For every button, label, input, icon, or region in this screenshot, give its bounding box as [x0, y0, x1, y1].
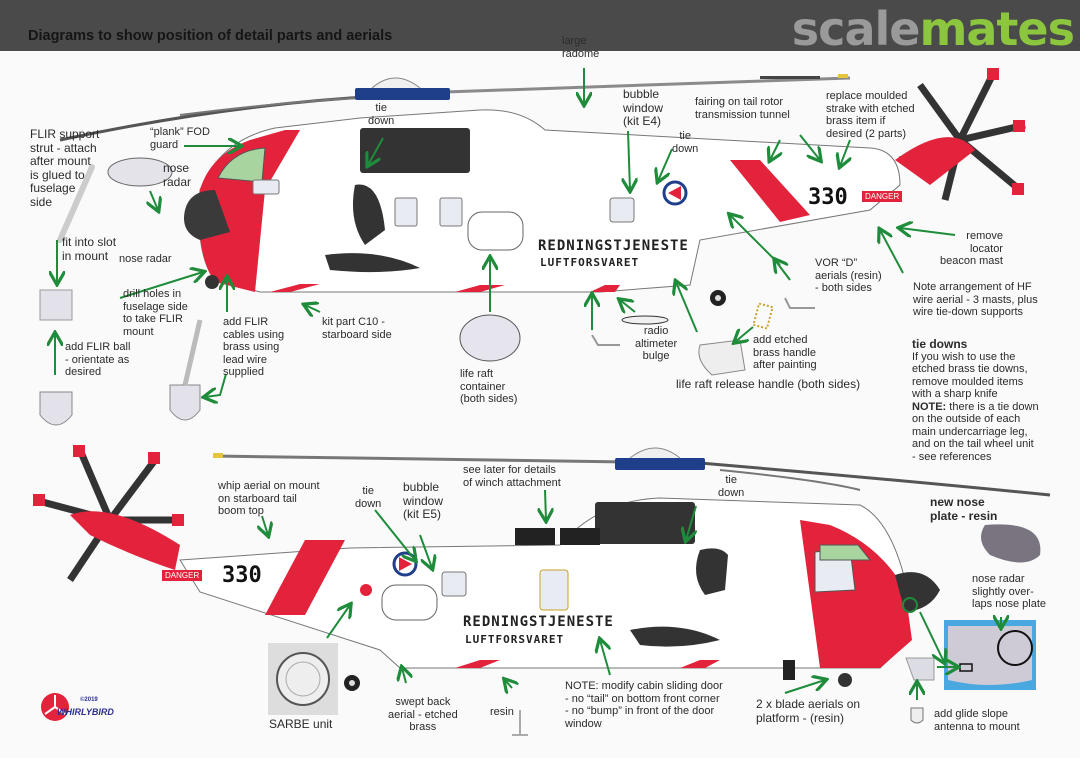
bottom-tail-stripe: [265, 540, 345, 615]
label-flir-strut: FLIR support strut - attach after mount …: [30, 127, 100, 209]
copyright: ©2019: [80, 697, 98, 703]
label-glide-slope: add glide slope antenna to mount: [934, 708, 1020, 733]
label-resin: resin: [490, 706, 514, 718]
label-large-radome: large radome: [562, 35, 600, 60]
etched-handle-part: [752, 302, 774, 330]
label-nose-radar-overlap: nose radar slightly over- laps nose plat…: [972, 573, 1046, 610]
page-title: Diagrams to show position of detail part…: [28, 28, 393, 44]
danger-label-bottom: DANGER: [162, 570, 203, 581]
flir-assembly-part: [169, 384, 201, 421]
label-add-flir-cables: add FLIR cables using brass using lead w…: [223, 316, 285, 378]
label-radio-altimeter: radio altimeter bulge: [635, 325, 678, 362]
top-roundel: [662, 180, 688, 206]
sarbe-marker: [360, 584, 372, 596]
tie-downs-note: tie downs If you wish to use the etched …: [912, 338, 1080, 463]
label-life-raft-release: life raft release handle (both sides): [676, 377, 861, 391]
nose-plate-part: [981, 524, 1041, 563]
label-new-nose-plate: new nose plate - resin: [930, 495, 998, 523]
label-bubble-window-e5: bubble window (kit E5): [403, 480, 444, 521]
callout-arrows: [55, 68, 1001, 700]
label-vor-d-aerials: VOR “D” aerials (resin) - both sides: [815, 257, 882, 294]
fuselage-text-top-2: LUFTFORSVARET: [540, 256, 640, 269]
danger-label-top: DANGER: [862, 191, 903, 202]
rotor-hub: [355, 88, 450, 100]
life-raft-container-part: [459, 314, 521, 362]
bottom-helicopter: [33, 445, 1051, 691]
label-fairing: fairing on tail rotor transmission tunne…: [695, 96, 790, 121]
label-blade-aerials: 2 x blade aerials on platform - (resin): [756, 697, 861, 725]
bottom-main-rotor: [213, 447, 1051, 497]
label-swept-back-aerial: swept back aerial - etched brass: [388, 696, 458, 733]
flir-strut-part: [57, 164, 95, 243]
label-kit-part-c10: kit part C10 - starboard side: [322, 316, 392, 341]
label-tie-down-bottom-1: tie down: [355, 485, 382, 510]
tie-downs-note-body: there is a tie down on the outside of ea…: [912, 400, 1039, 463]
label-plank-fod-guard: “plank” FOD guard: [150, 126, 210, 151]
label-sarbe-unit: SARBE unit: [269, 717, 333, 731]
label-bubble-window-e4: bubble window (kit E4): [623, 87, 664, 128]
label-winch-attachment: see later for details of winch attachmen…: [463, 464, 561, 489]
glide-slope-part: [905, 657, 935, 681]
maker-name: WHIRLYBIRD: [57, 707, 114, 717]
label-hf-note: Note arrangement of HF wire aerial - 3 m…: [913, 281, 1038, 318]
label-tie-down-top-2: tie down: [672, 130, 699, 155]
fuselage-text-bottom-1: REDNINGSTJENESTE: [463, 614, 614, 630]
label-nose-radar-part: nose radar: [163, 161, 192, 189]
bottom-loose-parts: [268, 524, 1041, 736]
bottom-tail-rotor: [33, 445, 184, 582]
label-life-raft-container: life raft container (both sides): [460, 368, 518, 405]
top-tail-rotor: [895, 68, 1026, 201]
whirlybird-logo: [41, 693, 69, 721]
sarbe-part: [276, 652, 330, 706]
brand-logo[interactable]: scalemates: [791, 2, 1075, 56]
nose-radar-part: [107, 157, 173, 187]
top-tail-stripe: [730, 160, 810, 222]
registration-bottom: 330: [222, 563, 262, 588]
top-main-rotor: [59, 74, 851, 142]
tie-downs-body: If you wish to use the etched brass tie …: [912, 350, 1028, 401]
label-nose-radar: nose radar: [119, 253, 172, 265]
flir-ball-part: [39, 391, 73, 426]
label-replace-strake: replace moulded strake with etched brass…: [826, 90, 915, 140]
fuselage-text-top-1: REDNINGSTJENESTE: [538, 238, 689, 254]
label-drill-holes: drill holes in fuselage side to take FLI…: [123, 288, 188, 338]
label-remove-locator: remove locator beacon mast: [940, 230, 1003, 267]
flir-mount-part: [39, 289, 73, 321]
label-add-flir-ball: add FLIR ball - orientate as desired: [65, 341, 131, 378]
label-fit-into-slot: fit into slot in mount: [62, 235, 117, 263]
glide-slope-antenna: [910, 707, 924, 724]
top-loose-parts: [39, 157, 815, 426]
glide-slope-highlight: [902, 597, 918, 613]
header-bar: [0, 0, 1080, 51]
label-tie-down-top-1: tie down: [368, 102, 395, 127]
label-tie-down-bottom-2: tie down: [718, 474, 745, 499]
label-whip-aerial: whip aerial on mount on starboard tail b…: [218, 480, 320, 517]
life-raft-handle-part: [698, 339, 746, 376]
label-add-etched-handle: add etched brass handle after painting: [753, 334, 817, 371]
tie-downs-heading: tie downs: [912, 337, 968, 351]
tie-downs-note-label: NOTE:: [912, 400, 947, 413]
registration-top: 330: [808, 185, 848, 210]
radio-altimeter-part: [621, 315, 669, 325]
fuselage-text-bottom-2: LUFTFORSVARET: [465, 633, 565, 646]
label-cabin-door-note: NOTE: modify cabin sliding door - no “ta…: [565, 680, 723, 730]
